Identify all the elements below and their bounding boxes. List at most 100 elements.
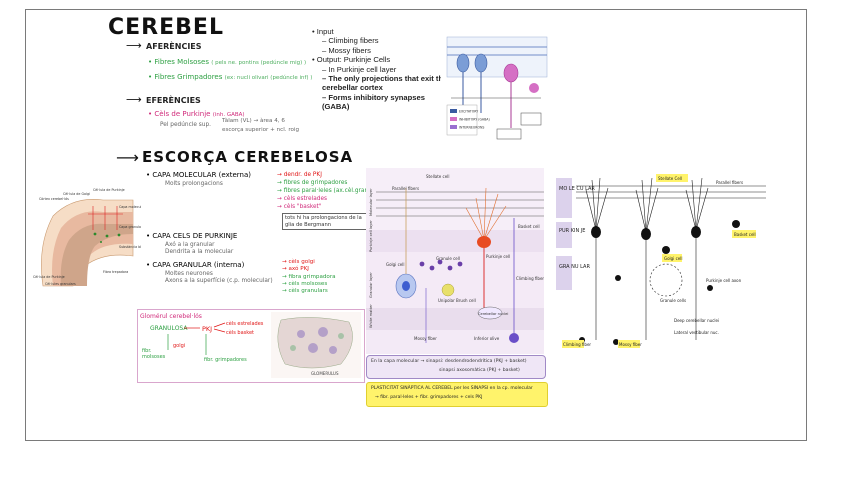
left-diagram-label-purkinje-bottom: Cèl·lula de Purkinje [33, 275, 65, 279]
aferencies-label: AFERÈNCIES [146, 42, 202, 51]
granular-list: → cèls golgi → axó PKJ → fibra grimpador… [282, 259, 336, 295]
layer-purkinje: • CAPA CELS DE PURKINJE [146, 232, 237, 240]
bullet-purkinje-layer: – In Purkinje cell layer [322, 65, 452, 74]
glomerulus-caption: GLOMERULUS [311, 371, 339, 376]
aferencies-item-1-note: ( pels ne. pontins (pedúncle mig) ) [211, 60, 306, 66]
aferencies-item-2: • Fibres Grimpadores (ex: nucli olivari … [148, 73, 312, 81]
aferencies-item-1: • Fibres Molsoses ( pels ne. pontins (pe… [148, 58, 306, 66]
right-label-golgi: Golgi cell [664, 256, 682, 261]
granular-item-3: → fibra grimpadora [282, 274, 336, 281]
center-label-climbing: Climbing fiber [516, 276, 544, 281]
eferencies-arrow: ⟶ [126, 93, 142, 106]
layer-molecular-sub: Molts prolongacions [165, 181, 223, 187]
bullet-input-text: Input [317, 27, 334, 36]
layer-granular-sub2: Axons a la superfície (c.p. molecular) [165, 278, 273, 284]
page-title: CEREBEL [108, 15, 224, 40]
yellow-note-line1: PLASTICITAT SINÀPTICA AL CEREBEL per les… [371, 386, 533, 391]
center-label-olive: Inferior olive [474, 336, 500, 341]
bullet-climbing: – Climbing fibers [322, 36, 452, 45]
input-output-list: • Input – Climbing fibers – Mossy fibers… [312, 27, 452, 112]
granular-item-5: → cèls granulars [282, 288, 336, 295]
molecular-item-4: → cèls estrelades [277, 195, 370, 203]
layer-molecular-bullet: • [146, 171, 150, 179]
center-label-basket: Basket cell [518, 224, 540, 229]
section-title-escorca: ESCORÇA CEREBELOSA [142, 148, 353, 166]
aferencies-item-1-bullet: • [148, 58, 152, 66]
bullet-output: • Output: Purkinje Cells [312, 55, 452, 64]
eferencies-sub-a: Tàlam (VL) → àrea 4, 6 [222, 118, 285, 124]
bullet-inhibitory: – Forms inhibitory synapses (GABA) [322, 93, 452, 112]
center-label-unipolar: Unipolar Brush cell [438, 298, 476, 303]
layer-granular-title: CAPA GRANULAR (interna) [152, 261, 244, 269]
center-cerebellar-circuit: Stellate cell Parallel fibers Golgi cell… [366, 168, 544, 354]
center-label-white: White matter [369, 304, 373, 328]
center-label-granule: Granule cell [436, 256, 460, 261]
center-label-nuclei: Cerebellar nuclei [478, 312, 508, 316]
left-diagram-label-molecular: Capa molecular [119, 205, 141, 209]
layer-granular: • CAPA GRANULAR (interna) [146, 261, 244, 269]
right-label-basket: Basket cell [734, 232, 756, 237]
left-diagram-label-granular: Capa granulosa [119, 225, 141, 229]
granular-item-2: → axó PKJ [282, 266, 336, 273]
molecular-item-5: → cèls "basket" [277, 203, 370, 211]
eferencies-item-text: Cèls de Purkinje [154, 110, 210, 118]
right-layer-granular: GRA NU LAR [559, 264, 590, 270]
layer-molecular: • CAPA MOLECULAR (externa) [146, 171, 251, 179]
right-label-purkinje-axon: Purkinje cell axon [706, 278, 742, 283]
molecular-item-2: → fibres de grimpadores [277, 179, 370, 187]
molecular-item-1: → dendr. de PKJ [277, 171, 370, 179]
left-diagram-label-purkinje-top: Cèl·lula de Purkinje [93, 188, 125, 192]
center-label-granular-layer: Granular layer [369, 272, 373, 298]
center-label-purkinje: Purkinje cell [486, 254, 510, 259]
circuit-diagram-top-right: EXCITATORY INHIBITORY (GABA) INTERNEURON… [441, 33, 553, 145]
center-label-golgi: Golgi cell [386, 262, 404, 267]
legend-excitatory: EXCITATORY [459, 110, 478, 114]
layer-purkinje-bullet: • [146, 232, 150, 240]
cerebellar-cortex-diagram: Còrtex cerebel·lós Cèl·lula de Golgi Cèl… [33, 186, 141, 290]
aferencies-item-2-note: (ex: nucli olivari (pedúncle inf) ) [225, 75, 313, 81]
legend-interneurons: INTERNEURONS [459, 126, 484, 130]
legend-inhibitory: INHIBITORY (GABA) [459, 118, 490, 122]
center-label-mossy: Mossy fiber [414, 336, 437, 341]
eferencies-sub-left: Pel pedúncle sup. [160, 122, 211, 128]
eferencies-item: • Cèls de Purkinje (inh. GABA) [148, 110, 245, 118]
right-label-granule: Granule cells [660, 298, 686, 303]
left-diagram-label-golgi: Cèl·lula de Golgi [63, 192, 90, 196]
plasticity-note: PLASTICITAT SINÀPTICA AL CEREBEL per les… [366, 382, 548, 407]
bullet-only-projections: – The only projections that exit the cer… [322, 74, 452, 93]
molecular-synapse-note: En la capa molecular → sinapsi: desdendr… [366, 355, 546, 379]
layer-granular-sub1: Moltes neurones [165, 271, 213, 277]
layer-molecular-title: CAPA MOLECULAR (externa) [152, 171, 251, 179]
eferencies-sub-b: escorça superior + ncl. roig [222, 127, 299, 133]
layer-purkinje-sub2: Dendrita a la molecular [165, 249, 233, 255]
left-diagram-label-white: Substància blanca [119, 245, 141, 249]
left-diagram-label-climbing: Fibra trepadora [103, 270, 128, 274]
right-label-climbing: Climbing fiber [563, 342, 591, 347]
eferencies-label: EFERÈNCIES [146, 96, 201, 105]
right-label-deep-nuclei: Deep cerebellar nuclei [674, 318, 719, 323]
bullet-mossy: – Mossy fibers [322, 46, 452, 55]
right-label-mossy: Mossy fiber [619, 342, 642, 347]
bullet-output-text: Output: Purkinje Cells [317, 55, 390, 64]
right-layer-purkinje: PUR KIN JE [559, 228, 585, 234]
layer-purkinje-sub1: Axó a la granular [165, 242, 215, 248]
center-label-stellate: Stellate cell [426, 174, 449, 179]
aferencies-item-2-text: Fibres Grimpadores [154, 73, 222, 81]
right-cerebellar-circuit: MO LE CU LAR PUR KIN JE GRA NU LAR Stell… [556, 170, 768, 350]
right-layer-molecular: MO LE CU LAR [559, 186, 595, 192]
center-label-parallel: Parallel fibers [392, 186, 419, 191]
bullet-input: • Input [312, 27, 452, 36]
molecular-note: tots hi ha prolongacions de la glia de B… [282, 213, 368, 230]
left-diagram-label-granule: Cèl·lules granulars [45, 282, 76, 286]
aferencies-item-1-text: Fibres Molsoses [154, 58, 209, 66]
center-label-molecular-layer: Molecular layer [369, 188, 373, 216]
aferencies-arrow: ⟶ [126, 39, 142, 52]
molecular-list: → dendr. de PKJ → fibres de grimpadores … [277, 171, 370, 211]
glomerulus-box: Glomérul cerebel·lós GRANULOSA PKJ cèls … [137, 309, 365, 383]
center-label-purkinje-layer: Purkinje cell layer [369, 220, 373, 252]
glomerulus-arrows [138, 310, 268, 382]
eferencies-item-bullet: • [148, 110, 152, 118]
escorca-arrow: ⟶ [116, 148, 139, 167]
left-diagram-label-cortex: Còrtex cerebel·lós [39, 197, 69, 201]
molecular-item-3: → fibres paral·leles (ax.cèl.gran) [277, 187, 370, 195]
